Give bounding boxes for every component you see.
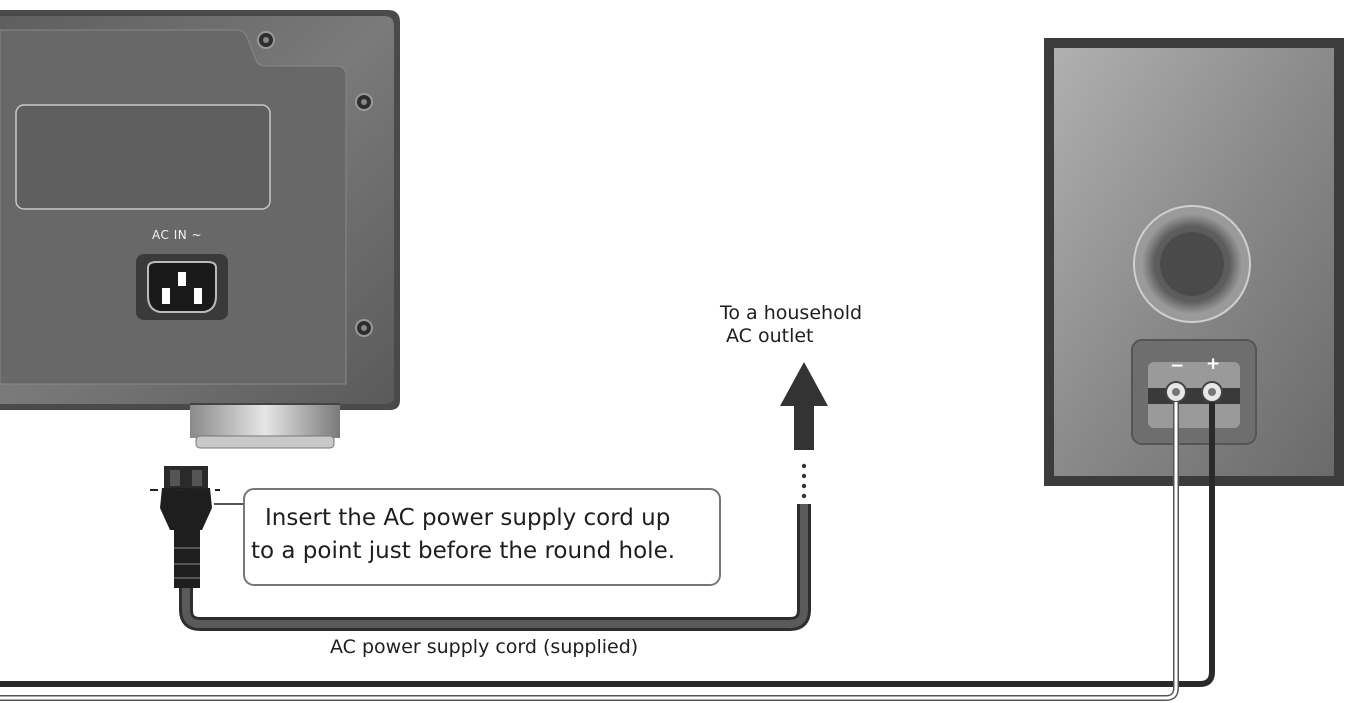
cord-label: AC power supply cord (supplied) — [330, 636, 639, 658]
positive-terminal-icon[interactable] — [1201, 381, 1223, 403]
bass-port — [1133, 205, 1251, 323]
main-unit-rear-panel — [0, 10, 400, 449]
arrow-up-icon — [780, 362, 828, 450]
callout-line1: Insert the AC power supply cord up — [265, 505, 671, 531]
outlet-label-line2: AC outlet — [726, 325, 814, 347]
cord-continuation-dots — [801, 463, 807, 499]
minus-sign: − — [1170, 356, 1185, 376]
screw-icon — [257, 31, 275, 49]
negative-terminal-icon[interactable] — [1165, 381, 1187, 403]
ac-power-plug[interactable] — [150, 466, 220, 588]
ac-in-label: AC IN ~ — [152, 228, 203, 242]
unit-foot — [190, 403, 340, 449]
callout-box — [214, 488, 721, 586]
speaker-terminal-plate — [1131, 339, 1257, 445]
screw-icon — [355, 93, 373, 111]
screw-icon — [355, 319, 373, 337]
ac-inlet-socket[interactable] — [136, 254, 228, 320]
speaker-rear — [1044, 38, 1344, 486]
outlet-label: To a household AC outlet — [720, 302, 910, 348]
callout-line2: to a point just before the round hole. — [251, 538, 676, 564]
plus-sign: + — [1206, 354, 1221, 374]
outlet-label-line1: To a household — [720, 302, 863, 324]
speaker-cable-positive — [0, 402, 1215, 687]
callout-text: Insert the AC power supply cord up to a … — [251, 502, 705, 568]
label-panel — [15, 104, 271, 210]
